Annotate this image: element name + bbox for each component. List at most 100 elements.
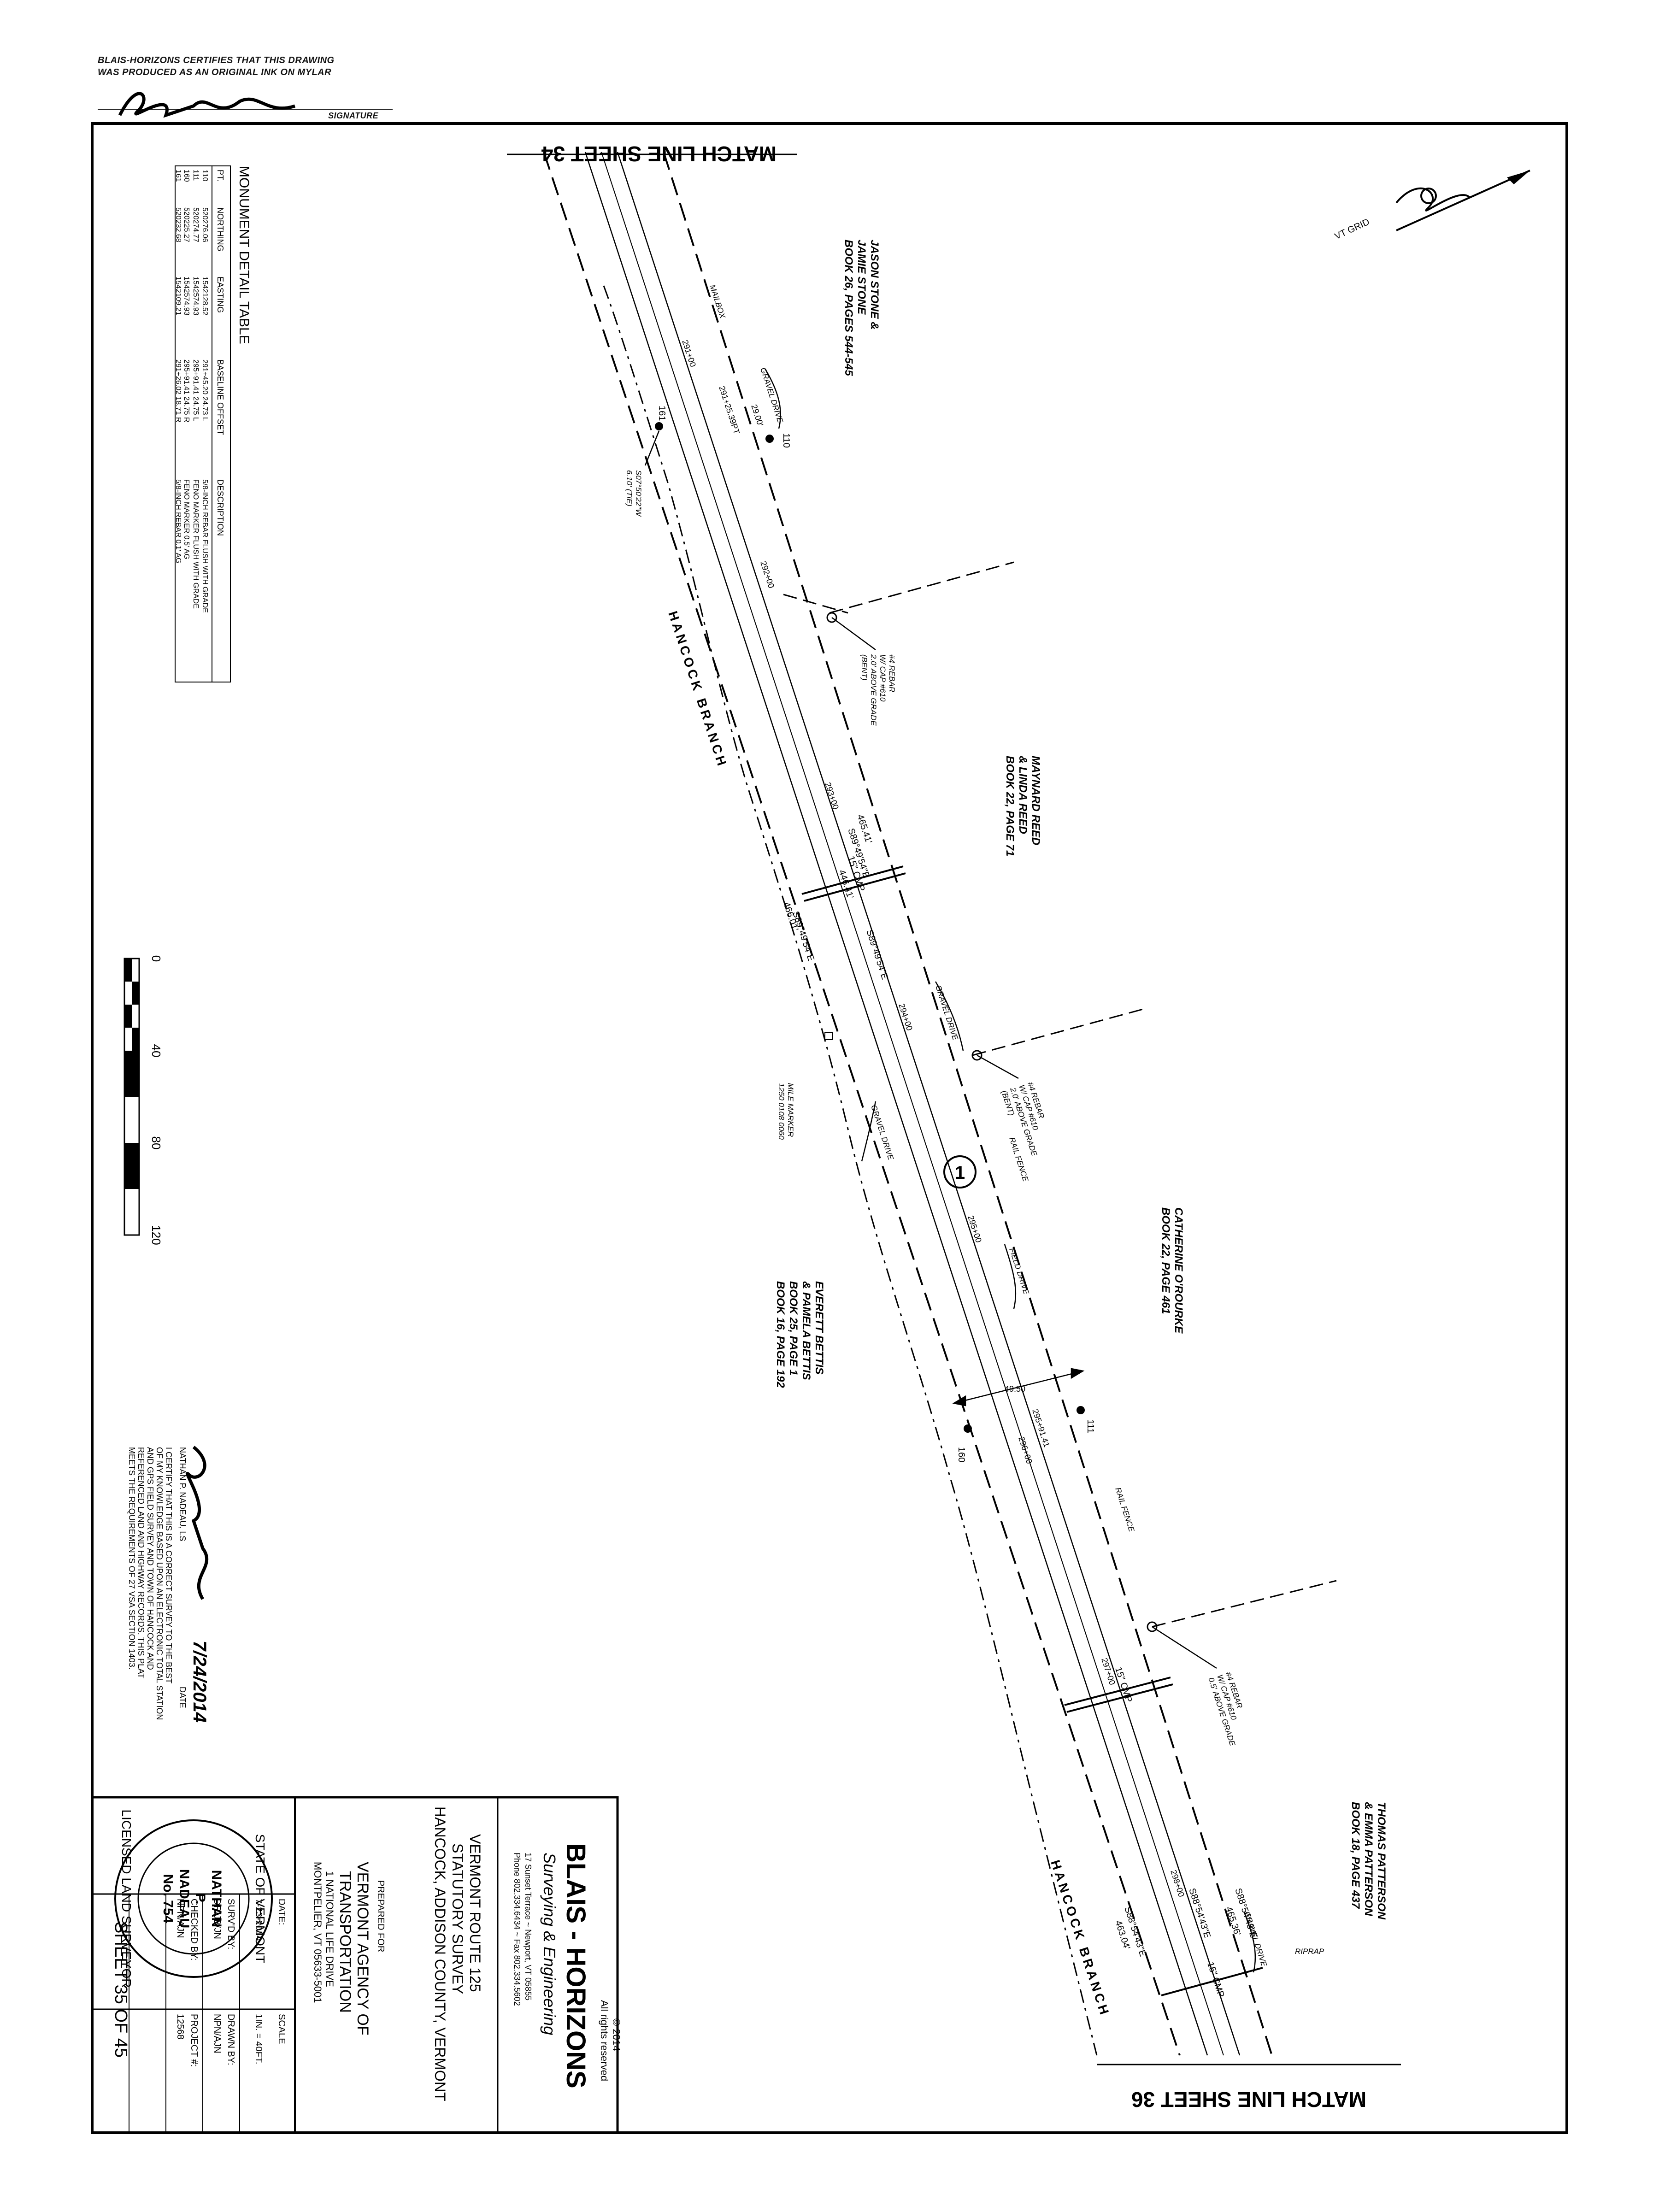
edge-of-pavement	[584, 152, 1241, 2056]
hancock-branch-stream	[603, 285, 1098, 2056]
rebar1-line2: W/ CAP #610	[878, 654, 887, 702]
cert-text-1: I CERTIFY THAT THIS IS A CORRECT SURVEY …	[164, 1447, 173, 1683]
scale-label: SCALE	[276, 2014, 287, 2044]
table-row: 520225.27	[182, 207, 190, 242]
col-offset: BASELINE OFFSET	[216, 359, 225, 435]
signature-line	[98, 109, 393, 110]
callout-circle	[943, 1155, 977, 1188]
sta-294: 294+00	[897, 1002, 914, 1032]
drawing-border	[91, 122, 1568, 2134]
table-row: 111	[192, 170, 200, 181]
drives	[764, 368, 1256, 1973]
scale-tick-120: 120	[149, 1225, 163, 1245]
firm-phone: Phone 802.334.6434 ~ Fax 802.334.5602	[512, 1853, 522, 2006]
table-row: 295+91.41 24.75 L	[192, 359, 200, 421]
client-2: TRANSPORTATION	[336, 1871, 354, 2013]
mailbox-label: MAILBOX	[708, 283, 727, 319]
surveyor-seal: STATE OF VERMONT LICENSED LAND SURVEYOR …	[114, 1810, 273, 1988]
project-line-3: HANCOCK, ADDISON COUNTY, VERMONT	[432, 1806, 448, 2101]
survd-value: DR/JB/JN	[212, 1899, 222, 1939]
tie-bearing: S07°50'22"W	[634, 470, 643, 517]
rebar1-line3: 2.0' ABOVE GRADE	[869, 654, 878, 726]
match-line-bottom: MATCH LINE SHEET 36	[1131, 2088, 1366, 2112]
table-row: FENO MARKER 0.5' AG	[182, 479, 190, 559]
cert-text-2: OF MY KNOWLEDGE BASED UPON AN ELECTRONIC…	[155, 1447, 164, 1720]
surveyor-date-label: DATE	[178, 1687, 187, 1708]
gravel-drive-3: GRAVEL DRIVE	[869, 1104, 895, 1161]
prepared-for: PREPARED FOR	[376, 1880, 386, 1952]
table-row: 1542574.93	[182, 276, 190, 316]
sta-295-91: 295+91.41	[1030, 1408, 1051, 1448]
culvert-label-2: 15" CMP	[1113, 1666, 1134, 1704]
sta-295: 295+00	[966, 1214, 983, 1244]
drawn-value: NPN/AJN	[212, 2014, 222, 2053]
seal-line1: NATHAN	[209, 1870, 224, 1927]
owner-bettis-book2: BOOK 16, PAGE 192	[774, 1281, 787, 1388]
cert-text-5: MEETS THE REQUIREMENTS OF 27 VSA SECTION…	[127, 1447, 136, 1670]
table-row: 161	[174, 170, 182, 182]
project-line-1: VERMONT ROUTE 125	[467, 1834, 483, 1992]
owner-stone-name2: JAMIE STONE	[855, 240, 868, 315]
firm-address: 17 Sunset Terrace ~ Newport, VT 05855	[524, 1853, 533, 2000]
owner-patterson-name: THOMAS PATTERSON	[1375, 1802, 1388, 1920]
cert-text-4: REFERENCED LAND AND HIGHWAY RECORDS. THI…	[136, 1447, 146, 1678]
owner-reed-name: MAYNARD REED	[1030, 756, 1042, 845]
scale-tick-40: 40	[149, 1044, 163, 1058]
owner-patterson-name2: & EMMA PATTERSON	[1362, 1802, 1375, 1916]
scale-tick-80: 80	[149, 1136, 163, 1150]
checked-value: NPN/AJN	[175, 1899, 185, 1938]
seal-top: STATE OF VERMONT	[253, 1834, 267, 1964]
drawn-label: DRAWN BY:	[226, 2014, 236, 2065]
sta-293: 293+00	[823, 781, 841, 811]
date-value: 7-23-2014	[253, 1899, 264, 1941]
project-line-2: STATUTORY SURVEY	[449, 1843, 466, 1994]
point-161: 161	[657, 406, 667, 421]
surveyor-date: 7/24/2014	[189, 1641, 210, 1723]
firm-name: BLAIS - HORIZONS	[561, 1843, 591, 2088]
tie-distance: 6.10' (TIE)	[625, 470, 634, 506]
surveyor-name: NATHAN P. NADEAU, LS	[178, 1447, 187, 1541]
riprap-label: RIPRAP	[1295, 1947, 1324, 1956]
table-row: 520232.68	[174, 207, 182, 242]
table-row: 1542128.52	[201, 276, 209, 316]
monument-points	[655, 422, 1158, 1632]
culvert-2	[1064, 1677, 1173, 1713]
callout-number: 1	[955, 1163, 965, 1183]
leader-lines	[644, 430, 1217, 1669]
copyright: © 2014	[611, 2018, 622, 2051]
seal-bottom: LICENSED LAND SURVEYOR	[119, 1810, 134, 1988]
project-number: 12568	[175, 2014, 185, 2040]
certification-line2: WAS PRODUCED AS AN ORIGINAL INK ON MYLAR	[98, 67, 332, 77]
bearing-3: S89°49'54"E	[864, 929, 890, 981]
owner-stone-book: BOOK 26, PAGES 544-545	[842, 240, 855, 376]
owner-reed-book: BOOK 22, PAGE 71	[1004, 756, 1016, 856]
point-160: 160	[956, 1447, 966, 1462]
checked-label: CHECKED BY:	[189, 1899, 199, 1960]
copyright-2: All rights reserved	[599, 2000, 610, 2081]
table-row: 5/8-INCH REBAR FLUSH WITH GRADE	[201, 479, 209, 613]
owner-orourke-book: BOOK 22, PAGE 461	[1159, 1207, 1172, 1314]
surveyor-signature	[185, 1446, 209, 1600]
seal-line4: No. 754	[160, 1874, 176, 1924]
baseline	[601, 152, 1224, 2056]
col-easting: EASTING	[216, 276, 225, 313]
table-row: FENO MARKER FLUSH WITH GRADE	[192, 479, 200, 609]
date-label: DATE:	[276, 1899, 287, 1925]
sta-291-25pt: 291+25.39PT	[717, 385, 741, 435]
monument-table: MONUMENT DETAIL TABLE PT. NORTHING EASTI…	[174, 165, 252, 682]
sta-292: 292+00	[759, 560, 776, 589]
rebar1-line4: (BENT)	[860, 654, 869, 681]
monument-table-title: MONUMENT DETAIL TABLE	[236, 166, 252, 344]
client-3: 1 NATIONAL LIFE DRIVE	[324, 1871, 335, 1987]
owner-bettis-name2: & PAMELA BETTIS	[800, 1281, 812, 1380]
table-row: 110	[201, 170, 209, 182]
table-row: 291+45.20 24.73 L	[201, 359, 209, 421]
sta-offset: 29.00'	[749, 403, 765, 427]
table-row: 295+91.41 24.75 R	[182, 359, 190, 423]
owner-reed-name2: & LINDA REED	[1017, 756, 1029, 834]
top-signature	[118, 92, 296, 118]
project-label: PROJECT #:	[189, 2014, 199, 2067]
scale-bar: 0 40 80 120	[124, 955, 163, 1245]
firm-subtitle: Surveying & Engineering	[540, 1853, 559, 2035]
